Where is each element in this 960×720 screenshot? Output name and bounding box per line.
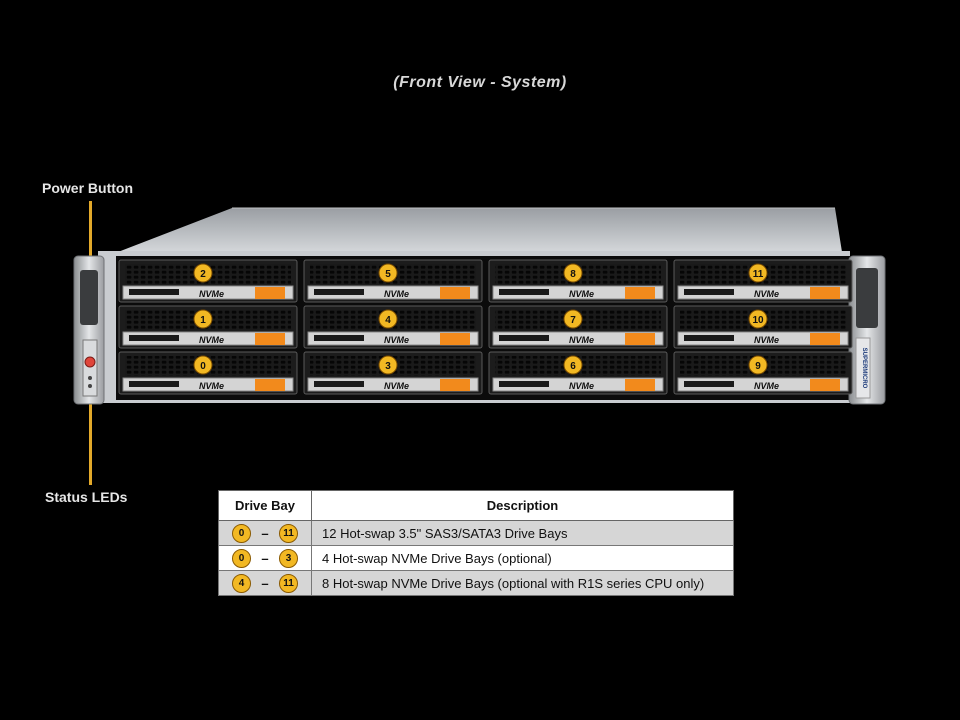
drive-release-handle[interactable] — [255, 379, 285, 391]
drive-bay-5[interactable]: NVMe 5 — [303, 259, 483, 303]
chassis-top-cover — [118, 208, 842, 252]
bay-number-badge — [193, 355, 213, 375]
drive-bay-legend-table: Drive Bay Description 0–11 12 Hot-swap 3… — [218, 490, 734, 596]
bay-badge: 3 — [279, 548, 298, 568]
bay-number-badge — [378, 263, 398, 283]
bay-badge: 0 — [232, 523, 251, 543]
bay-badge: 4 — [232, 573, 251, 593]
drive-bay-6[interactable]: NVMe 6 — [488, 351, 668, 395]
nvme-label: NVMe — [569, 289, 594, 299]
table-row: 4–11 8 Hot-swap NVMe Drive Bays (optiona… — [218, 570, 734, 596]
drive-release-handle[interactable] — [625, 287, 655, 299]
status-leader-line — [89, 373, 92, 485]
bay-badge: 11 — [279, 573, 298, 593]
bay-number-badge — [748, 263, 768, 283]
drive-release-handle[interactable] — [625, 333, 655, 345]
bay-number: 3 — [385, 361, 391, 372]
drive-bay-9[interactable]: NVMe 9 — [673, 351, 853, 395]
drive-release-handle[interactable] — [440, 379, 470, 391]
drive-bay-10[interactable]: NVMe 10 — [673, 305, 853, 349]
nvme-label: NVMe — [384, 289, 409, 299]
nvme-label: NVMe — [754, 289, 779, 299]
bay-number: 2 — [200, 269, 206, 280]
drive-release-handle[interactable] — [810, 333, 840, 345]
bay-number: 11 — [753, 269, 764, 280]
table-row: 0–11 12 Hot-swap 3.5" SAS3/SATA3 Drive B… — [218, 520, 734, 546]
drive-release-handle[interactable] — [440, 333, 470, 345]
status-led — [88, 376, 92, 380]
bay-number-badge — [748, 355, 768, 375]
bay-number-badge — [378, 309, 398, 329]
bay-number-badge — [563, 263, 583, 283]
brand-logo: SUPERMICRO — [861, 348, 867, 389]
nvme-label: NVMe — [199, 381, 224, 391]
drive-release-handle[interactable] — [440, 287, 470, 299]
drive-bay-8[interactable]: NVMe 8 — [488, 259, 668, 303]
bay-number: 4 — [385, 315, 391, 326]
bay-number-badge — [378, 355, 398, 375]
drive-release-handle[interactable] — [255, 287, 285, 299]
row-description: 8 Hot-swap NVMe Drive Bays (optional wit… — [311, 570, 734, 596]
drive-release-handle[interactable] — [810, 287, 840, 299]
power-button-callout: Power Button — [42, 180, 133, 196]
bay-number-badge — [193, 309, 213, 329]
drive-bay-0[interactable]: NVMe 0 — [118, 351, 298, 395]
nvme-label: NVMe — [754, 381, 779, 391]
header-description: Description — [311, 490, 734, 521]
nvme-label: NVMe — [754, 335, 779, 345]
bay-number: 0 — [200, 361, 206, 372]
drive-bay-2[interactable]: NVMe 2 — [118, 259, 298, 303]
bay-number-badge — [748, 309, 768, 329]
drive-bay-7[interactable]: NVMe 7 — [488, 305, 668, 349]
power-button — [84, 356, 96, 368]
bay-badge: 11 — [279, 523, 298, 543]
drive-release-handle[interactable] — [255, 333, 285, 345]
drive-bay-11[interactable]: NVMe 11 — [673, 259, 853, 303]
bay-number: 8 — [570, 269, 576, 280]
header-drive-bay: Drive Bay — [218, 490, 312, 521]
drive-bay-4[interactable]: NVMe 4 — [303, 305, 483, 349]
bay-number: 6 — [570, 361, 576, 372]
drive-bay-3[interactable]: NVMe 3 — [303, 351, 483, 395]
bay-number-badge — [193, 263, 213, 283]
drive-bay-grid: NVMe2NVMe5NVMe8NVMe11NVMe1NVMe4NVMe7NVMe… — [118, 259, 853, 395]
bay-number: 10 — [752, 315, 764, 326]
bay-number: 1 — [200, 315, 206, 326]
row-description: 12 Hot-swap 3.5" SAS3/SATA3 Drive Bays — [311, 520, 734, 546]
bay-number: 7 — [570, 315, 576, 326]
nvme-label: NVMe — [569, 335, 594, 345]
nvme-label: NVMe — [199, 289, 224, 299]
nvme-label: NVMe — [199, 335, 224, 345]
drive-bay-1[interactable]: NVMe 1 — [118, 305, 298, 349]
bay-badge: 0 — [232, 548, 251, 568]
bay-number: 5 — [385, 269, 391, 280]
bay-number: 9 — [755, 361, 761, 372]
nvme-label: NVMe — [384, 381, 409, 391]
drive-release-handle[interactable] — [625, 379, 655, 391]
nvme-label: NVMe — [569, 381, 594, 391]
page-title: (Front View - System) — [393, 74, 567, 91]
bay-number-badge — [563, 309, 583, 329]
row-description: 4 Hot-swap NVMe Drive Bays (optional) — [311, 545, 734, 571]
nvme-label: NVMe — [384, 335, 409, 345]
status-leds-callout: Status LEDs — [45, 489, 128, 505]
bay-number-badge — [563, 355, 583, 375]
table-row: 0–3 4 Hot-swap NVMe Drive Bays (optional… — [218, 545, 734, 571]
drive-release-handle[interactable] — [810, 379, 840, 391]
